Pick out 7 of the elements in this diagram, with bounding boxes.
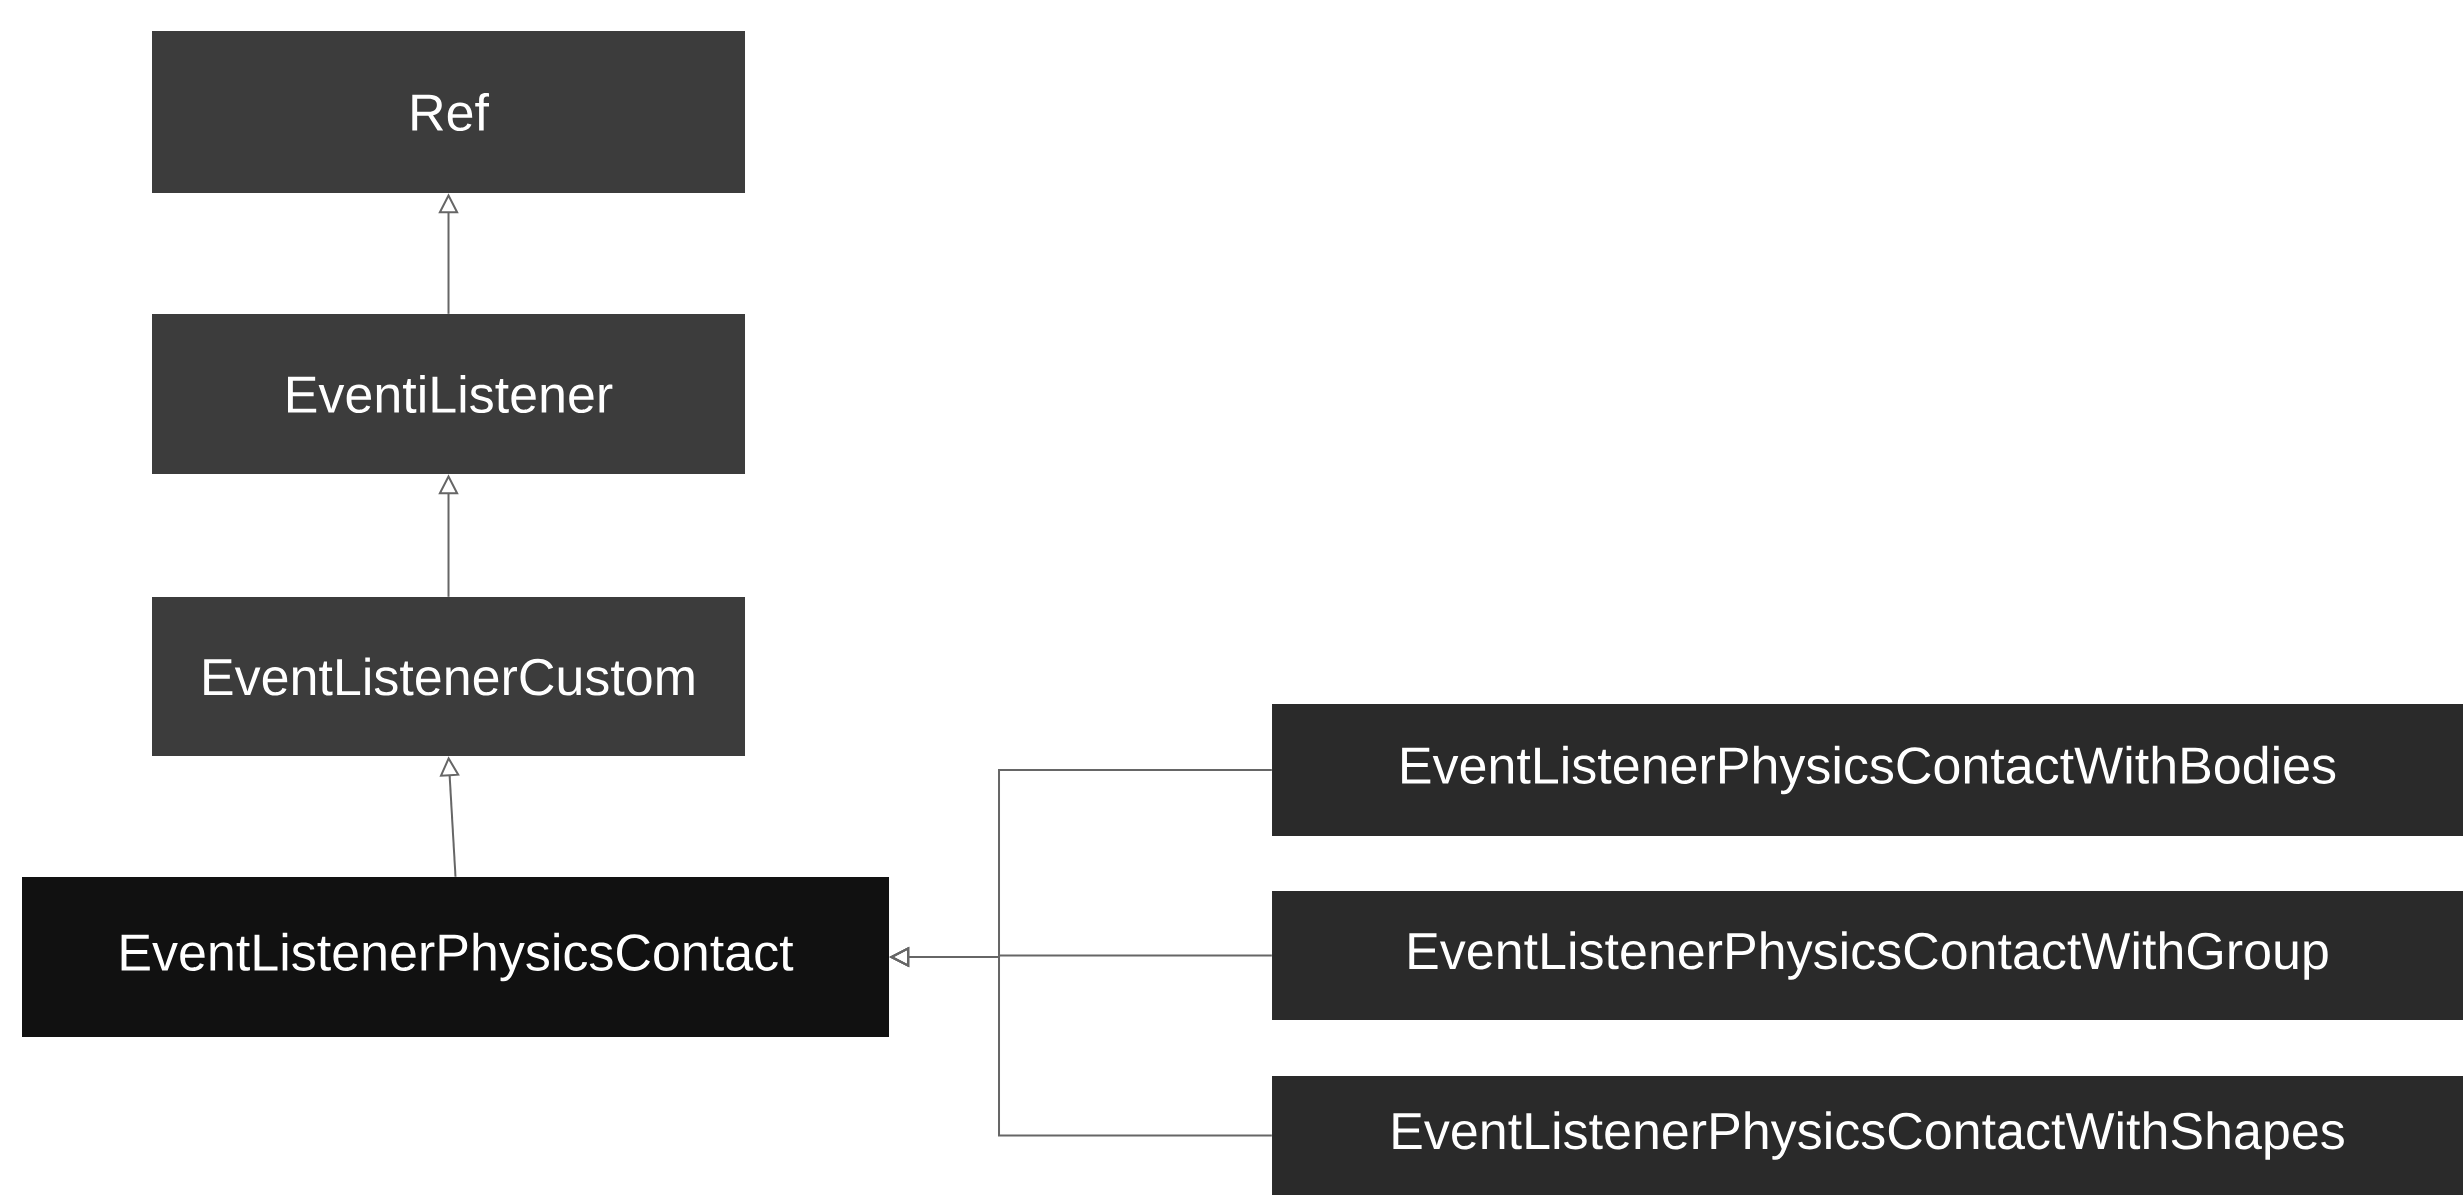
class-box: EventListenerPhysicsContactWithBodies xyxy=(1272,704,2463,836)
class-box: EventListenerPhysicsContactWithGroup xyxy=(1272,891,2463,1020)
class-box: EventiListener xyxy=(152,314,745,474)
class-box: Ref xyxy=(152,31,745,193)
class-box: EventListenerPhysicsContactWithShapes xyxy=(1272,1076,2463,1195)
class-box: EventListenerPhysicsContact xyxy=(22,877,889,1037)
class-box: EventListenerCustom xyxy=(152,597,745,756)
